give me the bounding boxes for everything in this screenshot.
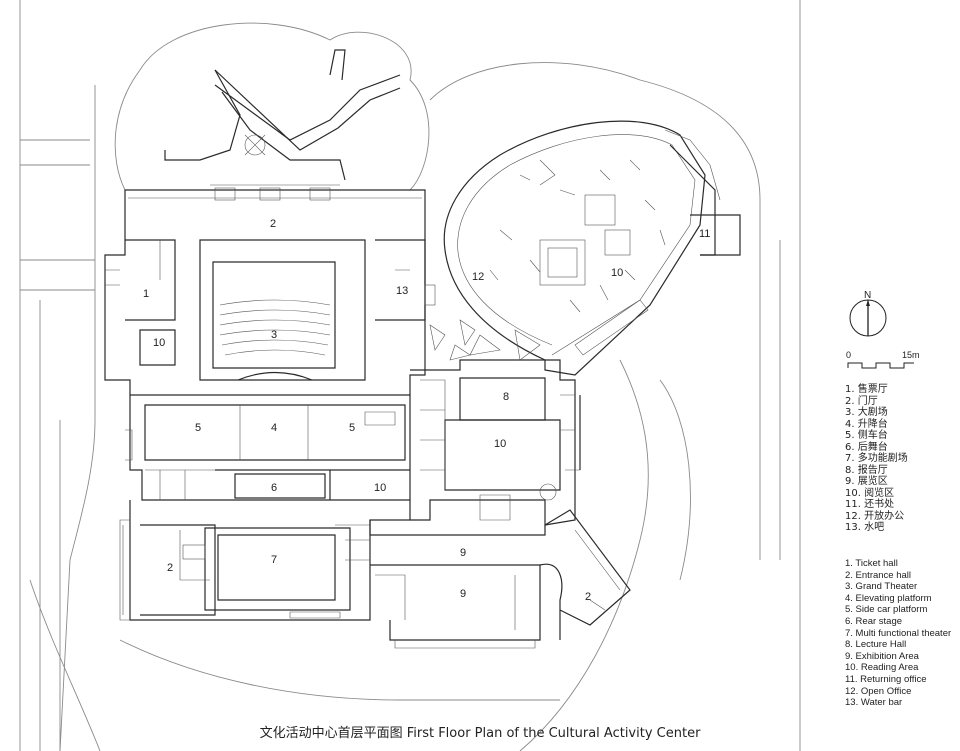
legend-en-item: 4. Elevating platform	[845, 592, 932, 604]
legend-en-item: 10. Reading Area	[845, 662, 919, 674]
room-label-10-stage: 10	[374, 482, 386, 494]
legend-cn-item: 7. 多功能剧场	[845, 453, 908, 464]
scale-end: 15m	[902, 350, 920, 360]
stage-block	[125, 395, 411, 501]
legend-en-item: 1. Ticket hall	[845, 558, 898, 569]
room-label-12: 12	[472, 271, 484, 283]
north-arrow-label: N	[864, 290, 871, 301]
legend-en-item: 3. Grand Theater	[845, 581, 918, 593]
room-labels: 1 2 2 2 3 4 5 5 6 7 8 9 9 10 10 10 10 11…	[143, 218, 710, 603]
legend-en-item: 5. Side car platform	[845, 604, 928, 616]
reading-hall-block	[443, 120, 741, 376]
legend-cn-item: 13. 水吧	[845, 522, 885, 533]
legend-cn-item: 9. 展览区	[845, 476, 888, 487]
legend-en-item: 9. Exhibition Area	[845, 650, 919, 662]
room-label-5-left: 5	[195, 422, 201, 434]
pier-structure	[164, 49, 401, 181]
room-label-2-left: 2	[167, 562, 173, 574]
north-arrow: N	[849, 290, 887, 337]
scale-zero: 0	[846, 350, 851, 360]
multi-theater-block	[119, 500, 411, 621]
room-label-9-bottom: 9	[460, 588, 466, 600]
exhibition-block	[369, 509, 631, 649]
room-label-10-hall: 10	[611, 267, 623, 279]
legend-en-item: 6. Rear stage	[845, 615, 903, 627]
room-label-6: 6	[271, 482, 277, 494]
legend-en-item: 8. Lecture Hall	[845, 639, 907, 651]
site-context	[19, 0, 801, 751]
drawing-caption: 文化活动中心首层平面图 First Floor Plan of the Cult…	[259, 726, 701, 741]
room-label-9-top: 9	[460, 547, 466, 559]
legend-en-item: 13. Water bar	[845, 697, 903, 709]
legend-cn-item: 10. 阅览区	[845, 487, 895, 499]
legend-cn-item: 8. 报告厅	[845, 464, 888, 476]
legend-cn-item: 4. 升降台	[845, 418, 888, 430]
room-label-2-right: 2	[585, 591, 591, 603]
room-label-10-theater: 10	[153, 337, 165, 349]
room-label-7: 7	[271, 554, 277, 566]
room-label-2-top: 2	[270, 218, 276, 230]
theater-block	[104, 184, 436, 396]
room-label-1: 1	[143, 288, 149, 300]
room-label-10-library: 10	[494, 438, 506, 450]
legend-cn-item: 2. 门厅	[845, 395, 878, 407]
legend-cn-item: 1. 售票厅	[845, 384, 888, 395]
legend-cn-item: 5. 侧车台	[845, 430, 888, 441]
room-label-5-right: 5	[349, 422, 355, 434]
legend-cn-item: 6. 后舞台	[845, 441, 888, 453]
legend-cn-item: 3. 大剧场	[845, 407, 888, 418]
room-label-4: 4	[271, 422, 277, 434]
legend-en-item: 11. Returning office	[845, 673, 927, 685]
legend-en-item: 7. Multi functional theater	[845, 627, 952, 639]
legend-cn-item: 12. 开放办公	[845, 510, 905, 522]
room-label-13: 13	[396, 285, 408, 297]
room-label-11: 11	[699, 228, 710, 240]
legend-en-item: 2. Entrance hall	[845, 569, 912, 581]
legend-en-item: 12. Open Office	[845, 685, 912, 697]
room-label-8: 8	[503, 391, 509, 403]
legend-english: 1. Ticket hall 2. Entrance hall 3. Grand…	[845, 558, 951, 709]
legend-chinese: 1. 售票厅 2. 门厅 3. 大剧场 4. 升降台 5. 侧车台 6. 后舞台…	[845, 384, 908, 534]
terrace-pavers	[429, 319, 541, 361]
legend-cn-item: 11. 还书处	[845, 499, 895, 510]
room-label-3: 3	[271, 329, 277, 341]
library-block	[410, 359, 581, 526]
scale-bar: 0 15m	[846, 350, 920, 369]
